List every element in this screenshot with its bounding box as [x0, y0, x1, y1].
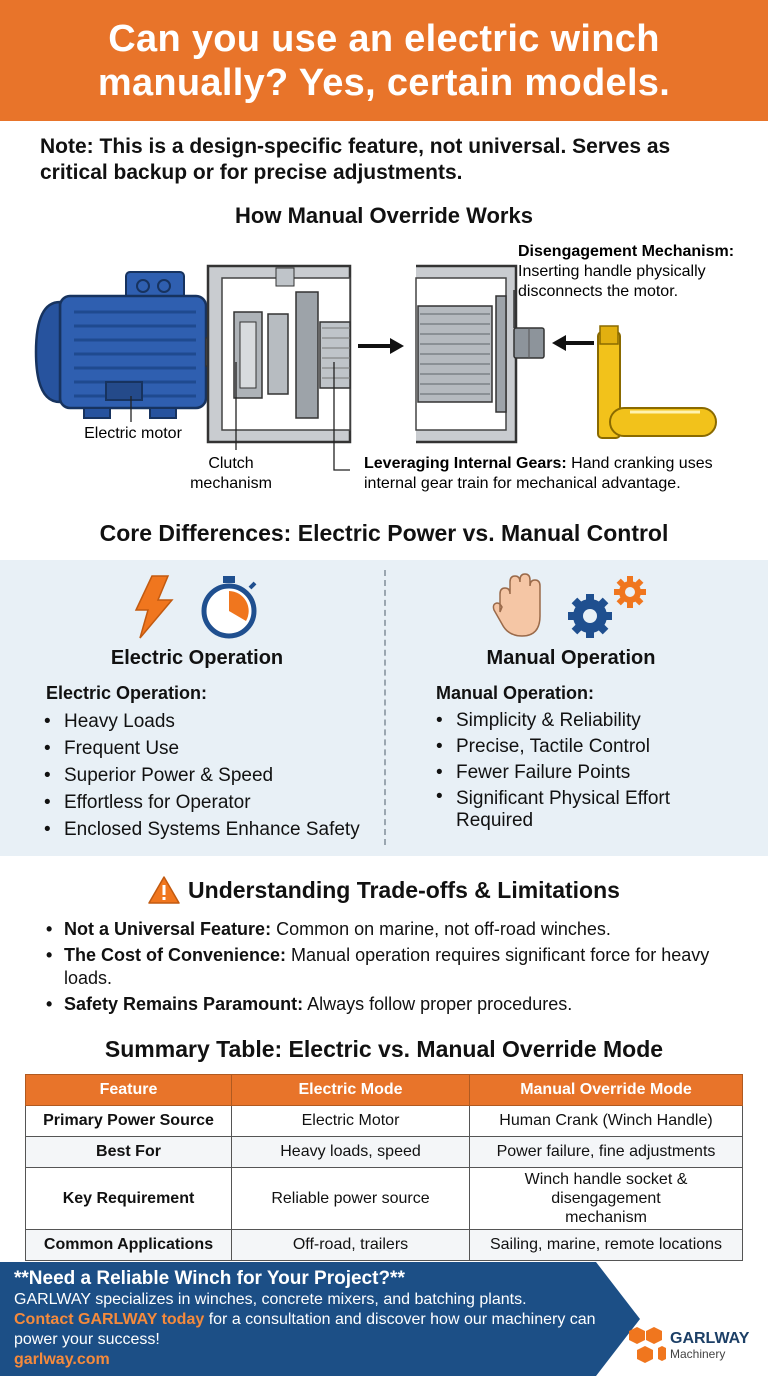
table-cell: Winch handle socket & disengagement mech… [469, 1167, 743, 1230]
summary-table-title: Summary Table: Electric vs. Manual Overr… [104, 1036, 664, 1062]
tradeoffs-heading: Understanding Trade-offs & Limitations [0, 876, 768, 904]
garlway-logo-icon [629, 1327, 666, 1363]
drum-closeup-drawing [415, 264, 545, 444]
note-text: Note: This is a design-specific feature,… [40, 135, 671, 184]
table-cell: Best For [25, 1136, 232, 1168]
electric-subtitle: Electric Operation: [46, 683, 208, 703]
list-item: Heavy Loads [44, 708, 374, 735]
right-arrow-icon [358, 338, 404, 354]
list-item: Enclosed Systems Enhance Safety [44, 816, 374, 843]
list-item: Precise, Tactile Control [436, 734, 726, 760]
gears-label-line1: Leveraging Internal Gears: Hand cranking… [364, 455, 713, 472]
table-header: Electric Mode [231, 1074, 470, 1106]
brand-logo: GARLWAY Machinery [628, 1325, 749, 1365]
list-item: The Cost of Convenience: Manual operatio… [46, 944, 736, 990]
stopwatch-icon [201, 576, 257, 639]
header-banner: Can you use an electric winch manually? … [0, 0, 768, 121]
table-cell: Human Crank (Winch Handle) [469, 1105, 743, 1137]
winch-housing-drawing [206, 264, 352, 444]
contact-link[interactable]: Contact GARLWAY today [14, 1311, 205, 1328]
manual-subtitle: Manual Operation: [436, 683, 595, 703]
table-row: Best For Heavy loads, speed Power failur… [25, 1136, 743, 1168]
hand-icon [492, 573, 541, 637]
winch-handle-drawing [597, 325, 717, 439]
electric-operation-title: Electric Operation [110, 647, 284, 669]
table-row: Primary Power Source Electric Motor Huma… [25, 1105, 743, 1137]
diagram-title: How Manual Override Works [235, 203, 533, 228]
manual-override-diagram: Electric motor Clutch mechanism Leveragi… [34, 243, 734, 492]
manual-operation-title: Manual Operation [486, 647, 656, 669]
table-cell: Heavy loads, speed [231, 1136, 470, 1168]
table-cell: Electric Motor [231, 1105, 470, 1137]
left-arrow-icon [552, 335, 594, 351]
table-cell: Common Applications [25, 1229, 232, 1261]
list-item: Frequent Use [44, 735, 374, 762]
comparison-panel: Electric Operation Manual Operation Elec… [0, 560, 768, 856]
table-cell: Reliable power source [231, 1167, 470, 1230]
tradeoffs-list: Not a Universal Feature: Common on marin… [46, 918, 736, 1019]
electric-motor-drawing [34, 271, 223, 419]
clutch-label-line1: Clutch [208, 455, 253, 472]
motor-label: Electric motor [84, 425, 182, 442]
gears-label-line2: internal gear train for mechanical advan… [364, 475, 681, 492]
footer-text: **Need a Reliable Winch for Your Project… [14, 1268, 614, 1370]
list-item: Simplicity & Reliability [436, 708, 726, 734]
table-header-row: Feature Electric Mode Manual Override Mo… [25, 1074, 743, 1106]
title-line-2: manually? Yes, certain models. [97, 61, 671, 104]
table-cell: Key Requirement [25, 1167, 232, 1230]
table-row: Key Requirement Reliable power source Wi… [25, 1167, 743, 1230]
disengage-label-line1: Disengagement Mechanism: [518, 243, 734, 260]
table-cell: Sailing, marine, remote locations [469, 1229, 743, 1261]
lightning-icon [134, 575, 174, 639]
warning-icon [148, 876, 180, 904]
disengage-label-line3: disconnects the motor. [518, 283, 678, 300]
clutch-label-line2: mechanism [190, 475, 272, 492]
electric-benefits-list: Heavy Loads Frequent Use Superior Power … [44, 708, 374, 843]
list-item: Fewer Failure Points [436, 760, 726, 786]
list-item: Superior Power & Speed [44, 762, 374, 789]
footer-line: GARLWAY specializes in winches, concrete… [14, 1291, 527, 1308]
footer-title: **Need a Reliable Winch for Your Project… [14, 1268, 405, 1289]
table-cell: Off-road, trailers [231, 1229, 470, 1261]
list-item: Not a Universal Feature: Common on marin… [46, 918, 736, 941]
brand-name: GARLWAY [670, 1329, 750, 1347]
table-header: Manual Override Mode [469, 1074, 743, 1106]
table-row: Common Applications Off-road, trailers S… [25, 1229, 743, 1261]
website-link[interactable]: garlway.com [14, 1351, 110, 1368]
table-cell: Power failure, fine adjustments [469, 1136, 743, 1168]
title-line-1: Can you use an electric winch [108, 17, 660, 60]
core-differences-title: Core Differences: Electric Power vs. Man… [99, 520, 669, 546]
manual-icons [492, 573, 646, 638]
manual-benefits-list: Simplicity & Reliability Precise, Tactil… [436, 708, 726, 832]
footer-cta: Contact GARLWAY today for a consultation… [14, 1311, 596, 1348]
table-cell: Primary Power Source [25, 1105, 232, 1137]
footer-background [0, 1262, 640, 1376]
list-item: Safety Remains Paramount: Always follow … [46, 993, 736, 1016]
list-item: Effortless for Operator [44, 789, 374, 816]
comparison-divider [384, 570, 386, 845]
list-item: Significant Physical Effort Required [436, 786, 726, 832]
gears-icon [568, 576, 646, 638]
page-title: Can you use an electric winch manually? … [98, 17, 670, 105]
disengage-label-line2: Inserting handle physically [518, 263, 706, 280]
table-header: Feature [25, 1074, 232, 1106]
summary-table: Feature Electric Mode Manual Override Mo… [25, 1074, 743, 1261]
brand-subtitle: Machinery [670, 1346, 726, 1361]
tradeoffs-title: Understanding Trade-offs & Limitations [188, 876, 620, 903]
electric-icons [134, 575, 257, 639]
